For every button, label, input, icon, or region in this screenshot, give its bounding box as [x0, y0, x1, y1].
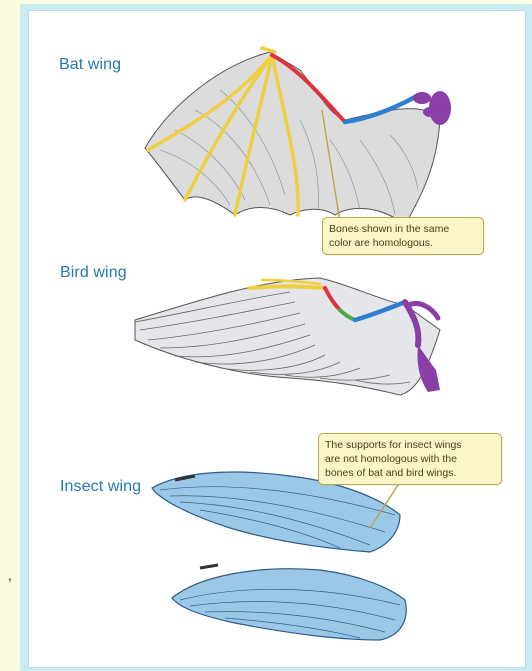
insect-callout-line-3: bones of bat and bird wings. [325, 466, 495, 480]
homologous-callout-line-1: Bones shown in the same [329, 222, 477, 236]
bird-wing-label: Bird wing [60, 264, 127, 282]
insect-hindwing [172, 569, 406, 640]
insect-callout-line-1: The supports for insect wings [325, 438, 495, 452]
homologous-callout-line-2: color are homologous. [329, 236, 477, 250]
bat-wing [145, 48, 451, 225]
homologous-callout: Bones shown in the same color are homolo… [322, 217, 484, 255]
side-mark: , [8, 567, 12, 583]
hindwing-stigma [200, 565, 218, 568]
insect-wing-label: Insect wing [60, 478, 141, 496]
insect-callout-line-2: are not homologous with the [325, 452, 495, 466]
bat-wing-label: Bat wing [59, 56, 121, 74]
insect-wings [152, 472, 406, 640]
insect-callout: The supports for insect wings are not ho… [318, 433, 502, 485]
bird-wing [135, 278, 440, 395]
bat-wing-membrane [145, 52, 440, 225]
